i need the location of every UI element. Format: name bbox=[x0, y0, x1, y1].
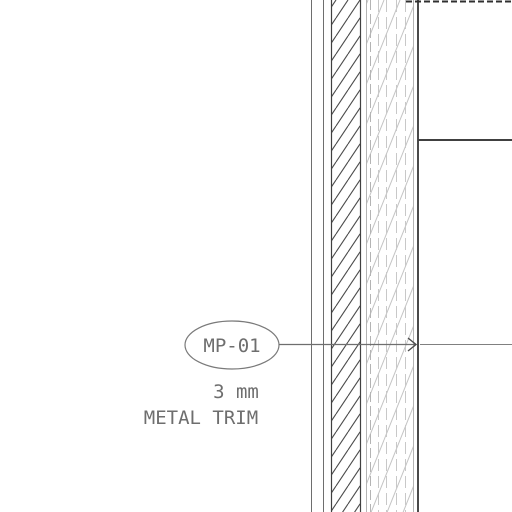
outer-wall-lines bbox=[311, 0, 324, 512]
callout-mp-01: MP-01 3 mm METAL TRIM bbox=[144, 320, 418, 429]
tag-dimension: 3 mm bbox=[213, 381, 259, 403]
hatched-layer-light bbox=[366, 0, 414, 512]
hatched-layer-dark bbox=[330, 0, 362, 512]
leader-arrowhead bbox=[407, 337, 418, 352]
tag-description: METAL TRIM bbox=[144, 407, 258, 429]
tag-code: MP-01 bbox=[203, 335, 260, 357]
